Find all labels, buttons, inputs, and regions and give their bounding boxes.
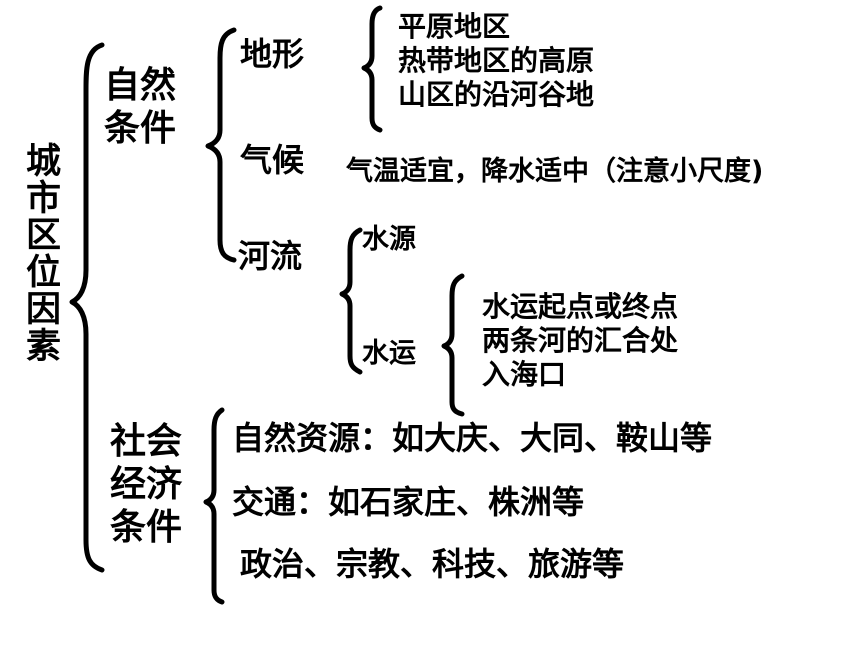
water-source-label: 水源 xyxy=(362,224,416,255)
water-transport-item: 入海口 xyxy=(482,358,567,392)
terrain-item: 山区的沿河谷地 xyxy=(398,78,595,112)
terrain-label: 地形 xyxy=(240,35,305,73)
terrain-item: 平原地区 xyxy=(398,10,511,43)
socioeconomic-item: 自然资源：如大庆、大同、鞍山等 xyxy=(232,419,713,457)
socioeconomic-label-line2: 经济 xyxy=(110,464,183,506)
root-label: 城市区位因素 xyxy=(20,142,60,364)
natural-brace xyxy=(205,27,237,263)
socioeconomic-label-line3: 条件 xyxy=(110,507,183,549)
socioeconomic-label: 社会 经济 条件 xyxy=(110,420,182,550)
natural-conditions-label: 自然 条件 xyxy=(104,64,176,150)
water-transport-item: 水运起点或终点 xyxy=(482,290,679,323)
socioeconomic-item: 政治、宗教、科技、旅游等 xyxy=(240,545,625,583)
water-transport-brace xyxy=(441,273,465,417)
socioeconomic-label-line1: 社会 xyxy=(110,421,183,462)
river-label: 河流 xyxy=(238,237,303,275)
water-transport-item: 两条河的汇合处 xyxy=(482,324,679,358)
water-transport-label: 水运 xyxy=(362,338,416,369)
terrain-brace xyxy=(361,5,383,133)
natural-label-line2: 条件 xyxy=(104,108,177,150)
terrain-items: 平原地区 热带地区的高原 山区的沿河谷地 xyxy=(398,10,594,112)
climate-label: 气候 xyxy=(240,141,305,179)
water-transport-items: 水运起点或终点 两条河的汇合处 入海口 xyxy=(482,290,678,392)
root-brace xyxy=(69,42,105,573)
natural-label-line1: 自然 xyxy=(104,65,177,106)
river-brace xyxy=(339,227,363,375)
climate-text: 气温适宜，降水适中（注意小尺度) xyxy=(346,156,764,187)
socioeconomic-item: 交通：如石家庄、株洲等 xyxy=(232,483,585,521)
socioeconomic-brace xyxy=(203,407,225,605)
terrain-item: 热带地区的高原 xyxy=(398,44,595,78)
